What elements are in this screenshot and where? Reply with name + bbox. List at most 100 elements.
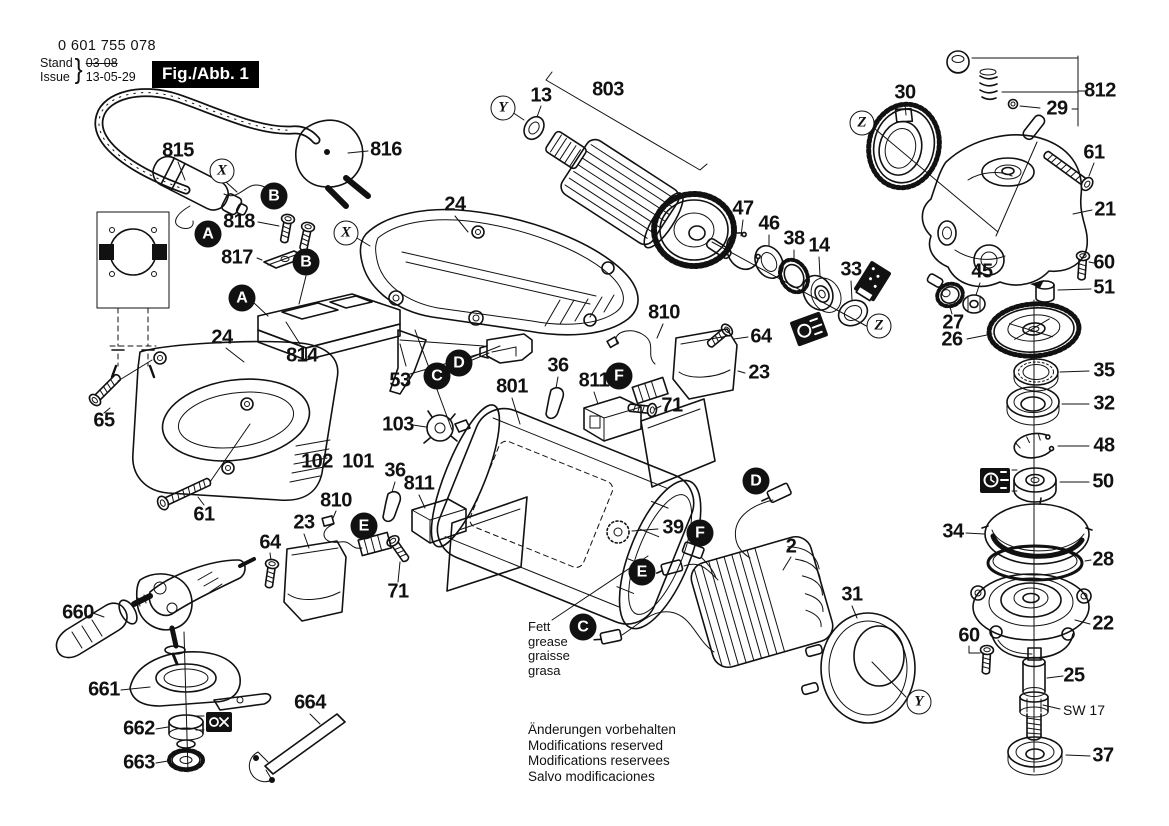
issue-date: 13-05-29 — [85, 70, 136, 84]
grease-tube-icon — [854, 261, 891, 302]
view-marker-y: Y — [490, 95, 516, 121]
part-label-23: 23 — [293, 511, 315, 534]
part-label-71: 71 — [661, 394, 683, 417]
modifications-note-line-1: Änderungen vorbehalten — [528, 722, 676, 737]
part-label-2: 2 — [785, 535, 797, 558]
view-marker-z: Z — [849, 110, 875, 136]
part-label-71: 71 — [387, 580, 409, 603]
part-label-64: 64 — [750, 325, 772, 348]
part-label-34: 34 — [942, 520, 964, 543]
part-label-32: 32 — [1093, 392, 1115, 415]
modifications-note-line-3: Modifications reservees — [528, 753, 670, 768]
modifications-note-line-4: Salvo modificaciones — [528, 768, 655, 784]
part-label-103: 103 — [382, 413, 414, 436]
part-label-661: 661 — [88, 678, 120, 701]
view-marker-x: X — [209, 158, 235, 184]
part-label-50: 50 — [1092, 470, 1114, 493]
part-label-660: 660 — [62, 601, 94, 624]
brush-service-icon — [790, 311, 828, 347]
part-label-sw17: SW 17 — [1062, 702, 1106, 718]
part-number: 0 601 755 078 — [58, 38, 156, 54]
modifications-note-line-2: Modifications reserved — [528, 737, 664, 753]
part-label-817: 817 — [221, 246, 253, 269]
view-marker-y: Y — [906, 689, 932, 715]
part-label-21: 21 — [1094, 198, 1116, 221]
part-label-30: 30 — [894, 81, 916, 104]
part-label-31: 31 — [841, 583, 863, 606]
part-label-810: 810 — [320, 489, 352, 512]
bearing-grease-icon — [980, 468, 1019, 493]
ref-marker-e: E — [350, 512, 378, 540]
wiring-schematic-art — [96, 211, 170, 379]
bearing-bracket-art — [800, 605, 916, 724]
view-marker-z: Z — [866, 313, 892, 339]
part-label-664: 664 — [294, 691, 326, 714]
part-label-37: 37 — [1092, 744, 1114, 767]
grease-note-line-1: Fett — [528, 619, 551, 634]
grease-note-line-4: grasa — [528, 662, 561, 678]
part-label-53: 53 — [389, 369, 411, 392]
gear-housing-art — [866, 50, 1096, 359]
part-label-23: 23 — [748, 361, 770, 384]
part-label-29: 29 — [1046, 97, 1068, 120]
part-label-22: 22 — [1092, 612, 1114, 635]
motor-housing-art — [430, 397, 716, 630]
part-label-102: 102 — [301, 450, 333, 473]
part-label-61: 61 — [193, 503, 215, 526]
part-label-60: 60 — [958, 624, 980, 647]
brush-lower-art — [261, 410, 471, 622]
handle-cover-art — [86, 340, 339, 513]
part-label-61: 61 — [1083, 141, 1105, 164]
spindle-stack-art — [965, 299, 1093, 776]
part-label-64: 64 — [259, 531, 281, 554]
part-label-48: 48 — [1093, 434, 1115, 457]
part-label-815: 815 — [162, 139, 194, 162]
brush-upper-art — [545, 321, 749, 442]
ref-marker-f: F — [686, 519, 714, 547]
switch-assembly-art — [252, 212, 533, 395]
part-label-14: 14 — [808, 234, 830, 257]
ref-marker-d: D — [742, 467, 770, 495]
part-label-13: 13 — [530, 84, 552, 107]
view-marker-x: X — [333, 220, 359, 246]
part-label-816: 816 — [370, 138, 402, 161]
part-label-60: 60 — [1093, 251, 1115, 274]
ref-marker-e: E — [628, 558, 656, 586]
ref-marker-a: A — [228, 284, 256, 312]
part-label-46: 46 — [758, 212, 780, 235]
grease-note-line-3: graisse — [528, 648, 570, 663]
part-label-663: 663 — [123, 751, 155, 774]
bearing-row-art — [711, 219, 891, 347]
part-label-39: 39 — [662, 516, 684, 539]
ref-marker-b: B — [260, 182, 288, 210]
ref-marker-c: C — [569, 613, 597, 641]
brace-glyph: } — [74, 53, 83, 85]
figure-label: Fig./Abb. 1 — [152, 61, 259, 88]
part-label-814: 814 — [286, 344, 318, 367]
flange-tool-icon — [195, 712, 232, 732]
superseded-date: 03-08 — [85, 56, 118, 70]
ref-marker-b: B — [292, 248, 320, 276]
part-label-25: 25 — [1063, 664, 1085, 687]
part-label-810: 810 — [648, 301, 680, 324]
ref-marker-f: F — [605, 362, 633, 390]
part-label-24: 24 — [444, 193, 466, 216]
part-label-36: 36 — [547, 354, 569, 377]
part-label-51: 51 — [1093, 276, 1115, 299]
stand-label: Stand — [40, 56, 73, 70]
part-label-803: 803 — [592, 78, 624, 101]
top-cover-art — [356, 208, 639, 431]
part-label-35: 35 — [1093, 359, 1115, 382]
part-label-811: 811 — [578, 369, 610, 392]
part-label-28: 28 — [1092, 548, 1114, 571]
part-label-65: 65 — [93, 409, 115, 432]
part-label-101: 101 — [342, 450, 374, 473]
part-label-36: 36 — [384, 459, 406, 482]
part-label-811: 811 — [403, 472, 435, 495]
part-label-38: 38 — [783, 227, 805, 250]
part-label-27: 27 — [942, 311, 964, 334]
